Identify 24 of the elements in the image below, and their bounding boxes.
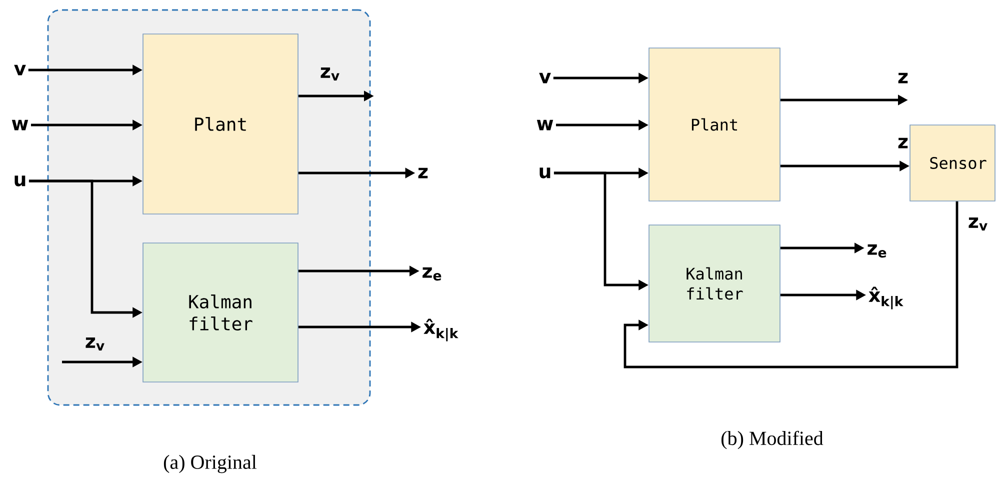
edge-label: z xyxy=(898,72,908,84)
filter-box: Kalman filter xyxy=(142,242,298,382)
process-box: Plant xyxy=(648,48,780,202)
filter-box: Kalman filter xyxy=(648,224,780,342)
caption: (a) Original xyxy=(164,454,257,474)
edge-label: z$_{v}$ xyxy=(86,338,104,350)
signal-label: x̂$_{k|k}$ xyxy=(424,318,458,342)
signal-label: u xyxy=(540,168,550,178)
signal-label: x̂$_{k|k}$ xyxy=(868,286,904,310)
edge-label: z$_{v}$ xyxy=(320,68,340,80)
edge-label: z$_{v}$ xyxy=(968,218,988,230)
arrow xyxy=(624,201,958,368)
sensor-box: Sensor xyxy=(910,124,996,202)
process-box: Plant xyxy=(142,34,298,214)
edge-label: z xyxy=(898,138,908,148)
caption: (b) Modified xyxy=(722,430,824,450)
signal-label: w xyxy=(536,120,554,130)
signal-label: v xyxy=(539,72,551,84)
signal-label: u xyxy=(14,176,26,186)
signal-label: w xyxy=(12,120,28,130)
signal-label: z$_{e}$ xyxy=(422,267,442,281)
signal-label: z xyxy=(418,168,428,178)
signal-label: v xyxy=(14,64,26,76)
signal-label: z$_{e}$ xyxy=(868,244,886,258)
